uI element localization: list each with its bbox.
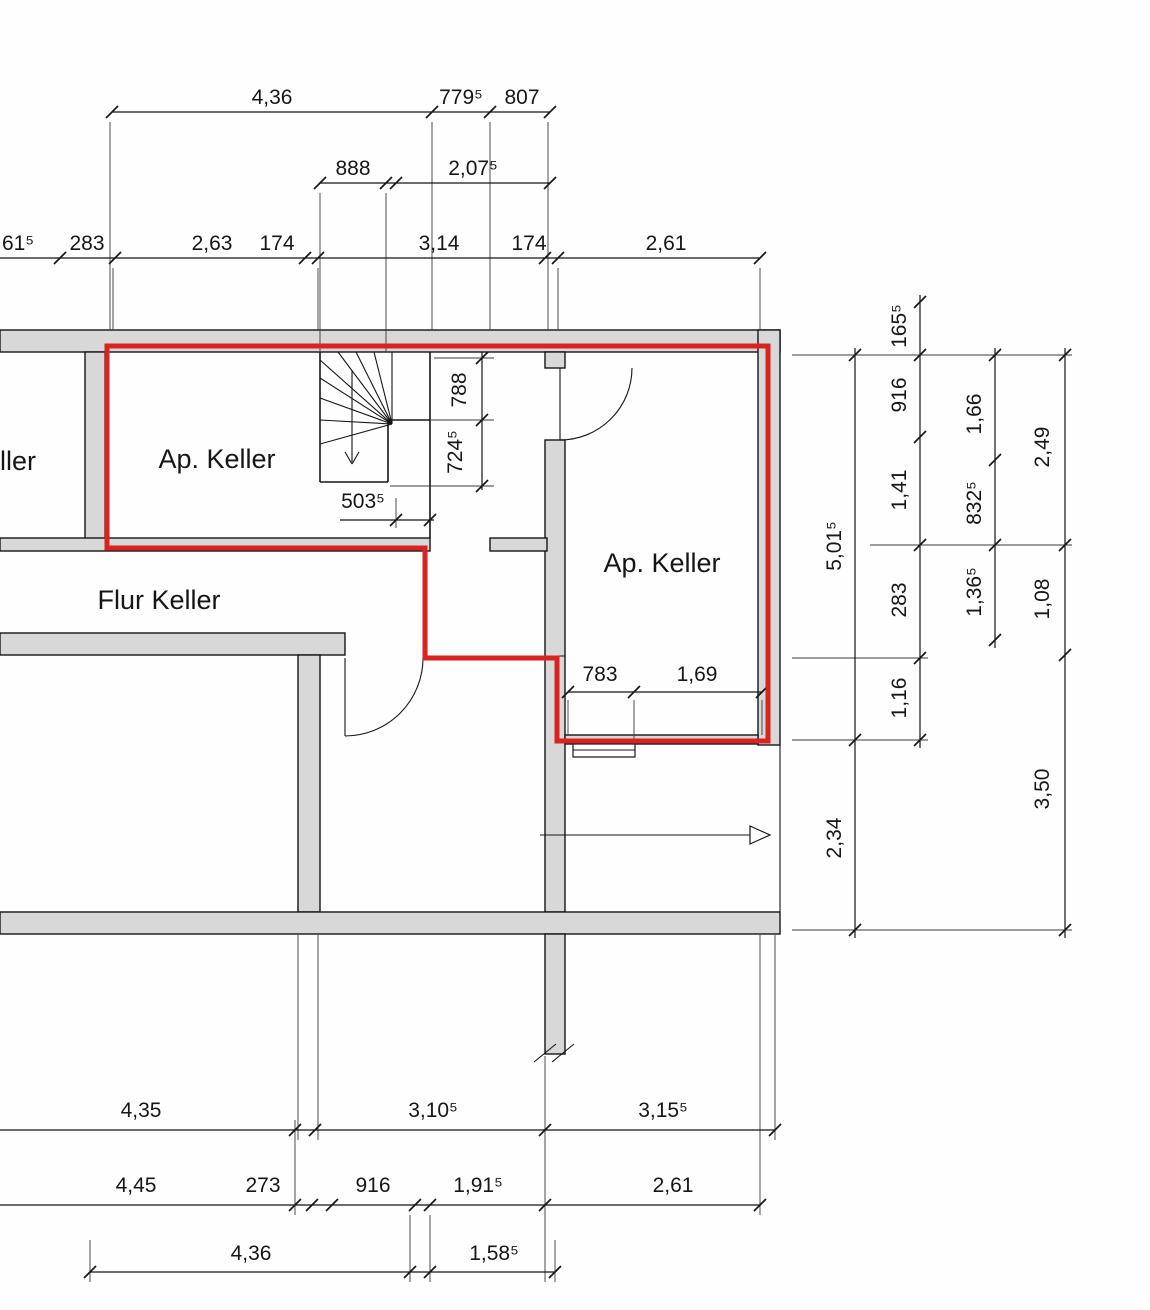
dim-right-116: 1,16: [888, 678, 911, 719]
dim-right-8325: 832⁵: [963, 481, 986, 525]
dim-bottom2-916: 916: [355, 1174, 390, 1197]
dim-bottom3-1585: 1,58⁵: [469, 1242, 519, 1265]
dim-top3-615: 61⁵: [2, 232, 34, 255]
room-label-ap-keller-left: Ap. Keller: [158, 444, 275, 474]
wall-middle-top-stub: [544, 351, 566, 369]
dim-top1-7795: 779⁵: [439, 86, 483, 109]
dim-top2-2075: 2,07⁵: [448, 157, 498, 180]
dim-bottom3-436: 4,36: [231, 1242, 272, 1265]
wall-bottom-outer: [0, 911, 781, 935]
entrance-direction-arrow-icon: [540, 825, 772, 845]
doors: [344, 367, 772, 845]
dim-bottom1-435: 4,35: [121, 1099, 162, 1122]
dim-top1-436: 4,36: [252, 86, 293, 109]
dim-right-5015: 5,01⁵: [823, 521, 846, 571]
dim-top3-283: 283: [69, 232, 104, 255]
dim-bottom2-261: 2,61: [653, 1174, 694, 1197]
dim-right-166: 1,66: [963, 394, 986, 435]
dim-bottom2-1915: 1,91⁵: [453, 1174, 503, 1197]
wall-stem-below: [544, 933, 566, 1055]
dim-top3-314: 3,14: [419, 232, 460, 255]
wall-lower-vertical: [297, 654, 321, 913]
stair: [319, 351, 393, 465]
labels: 4,36 779⁵ 807 888 2,07⁵ 61⁵ 283 2,63 174…: [0, 86, 1054, 1265]
wall-niche-stub: [489, 537, 548, 552]
dim-bottom2-273: 273: [245, 1174, 280, 1197]
wall-interior-horizontal: [0, 632, 346, 656]
dim-right-283: 283: [888, 582, 911, 617]
dim-top3-174b: 174: [511, 232, 546, 255]
dim-door-783: 783: [582, 663, 617, 686]
dim-top2-888: 888: [335, 157, 370, 180]
dim-right-1365: 1,36⁵: [963, 567, 986, 617]
dim-right-141: 1,41: [888, 470, 911, 511]
dim-right-1655: 165⁵: [888, 304, 911, 348]
highlight-outline: [104, 343, 771, 744]
dim-right-350: 3,50: [1031, 769, 1054, 810]
wall-top-outer: [0, 329, 781, 353]
dim-top3-261: 2,61: [646, 232, 687, 255]
dim-right-234: 2,34: [823, 817, 846, 858]
dim-stair-5035: 503⁵: [341, 490, 385, 513]
dim-bottom1-3155: 3,15⁵: [638, 1099, 688, 1122]
dim-top3-174a: 174: [259, 232, 294, 255]
room-label-ap-keller-right: Ap. Keller: [603, 548, 720, 578]
door-lower-left-room: [344, 657, 424, 737]
dim-bottom2-445: 4,45: [116, 1174, 157, 1197]
dim-door-169: 1,69: [677, 663, 718, 686]
wall-left-divider: [84, 351, 106, 543]
dim-top1-807: 807: [504, 86, 539, 109]
room-label-partial-left: ller: [0, 446, 36, 476]
dim-bottom1-3105: 3,10⁵: [408, 1099, 458, 1122]
stair-walk-line-arrow-icon: [344, 370, 360, 465]
dimension-lines: [0, 105, 1072, 1279]
door-right-room: [559, 367, 633, 441]
room-label-flur-keller: Flur Keller: [97, 585, 220, 615]
dim-right-108: 1,08: [1031, 579, 1054, 620]
dim-top3-263: 2,63: [192, 232, 233, 255]
extension-lines: [89, 122, 1072, 1282]
dim-stair-788: 788: [448, 372, 471, 407]
dim-stair-7245: 724⁵: [444, 430, 467, 474]
dim-right-249: 2,49: [1031, 427, 1054, 468]
stair-treads: [319, 351, 393, 445]
dim-right-916: 916: [888, 377, 911, 412]
